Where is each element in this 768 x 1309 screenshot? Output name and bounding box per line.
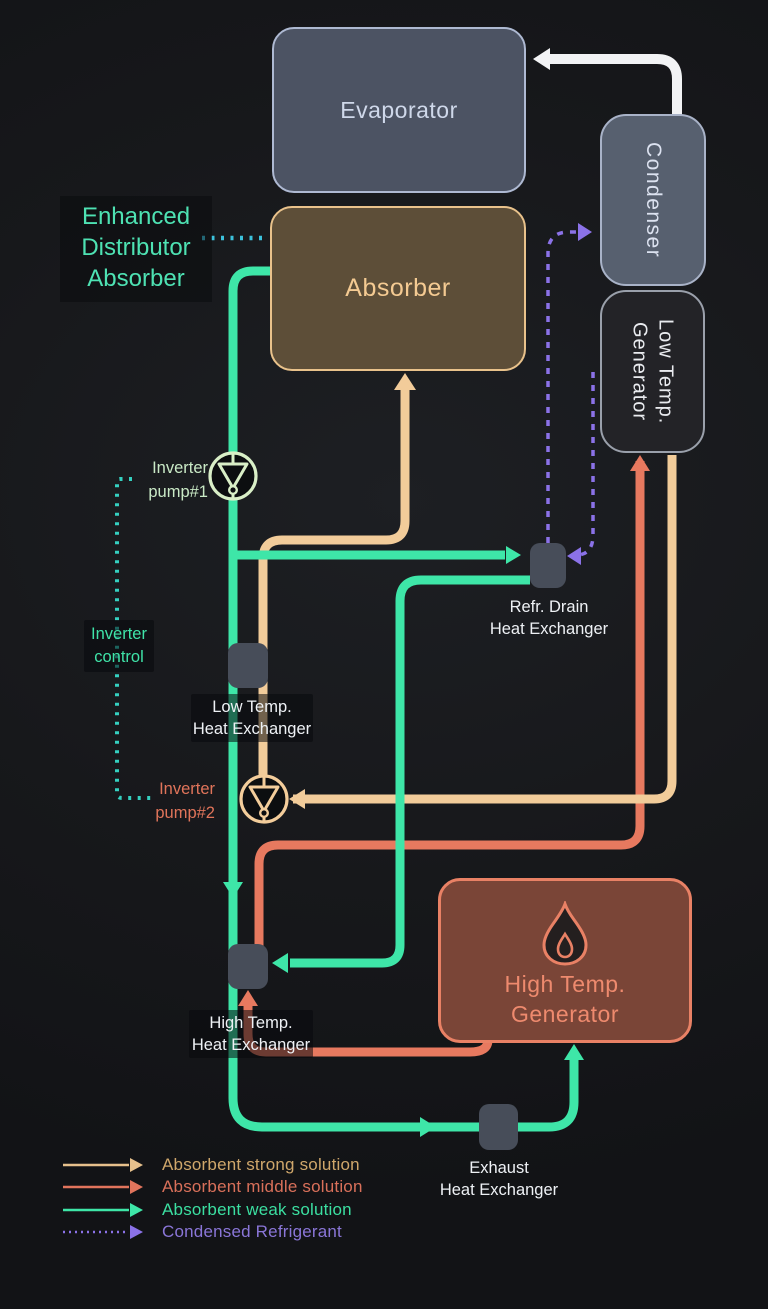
legend-item-middle-solution: Absorbent middle solution: [63, 1177, 363, 1196]
low-temp-generator-node: Low Temp. Generator: [600, 290, 705, 453]
absorber-label: Absorber: [345, 274, 451, 302]
water-line: [547, 54, 682, 116]
weak-solution-line-refr-out: [290, 575, 530, 968]
inverter-pump2-label: Inverter pump#2: [155, 780, 215, 822]
weak-solution-line-icon: [63, 1202, 143, 1217]
inverter-pump1-icon: [208, 451, 258, 501]
refrigerant-arrow-condenser-icon: [578, 223, 592, 241]
evaporator-node: Evaporator: [272, 27, 526, 193]
weak-solution-arrow-refr-icon: [506, 546, 521, 564]
enhanced-distributor-absorber-callout: Enhanced Distributor Absorber: [60, 196, 212, 302]
middle-solution-arrow-hthx-icon: [238, 990, 258, 1006]
condenser-node: Condenser: [600, 114, 706, 286]
low-temp-heat-exchanger-label: Low Temp. Heat Exchanger: [191, 694, 313, 742]
low-temp-generator-label: Low Temp. Generator: [628, 318, 677, 425]
middle-solution-arrow-ltg-icon: [630, 455, 650, 471]
refr-drain-heat-exchanger-node: [530, 543, 566, 588]
condenser-label: Condenser: [642, 141, 665, 259]
high-temp-heat-exchanger-node: [228, 944, 268, 989]
inverter-control-label: Inverter control: [84, 620, 154, 672]
strong-solution-arrow-pump2-icon: [289, 789, 305, 809]
flame-icon: [542, 900, 588, 966]
legend-item-condensed-refrigerant: Condensed Refrigerant: [63, 1222, 363, 1241]
evaporator-label: Evaporator: [340, 96, 458, 123]
exhaust-heat-exchanger-node: [479, 1104, 518, 1150]
water-arrow-icon: [533, 48, 550, 70]
weak-solution-arrow-hthx-icon: [272, 953, 288, 973]
legend: Absorbent strong solution Absorbent midd…: [63, 1155, 363, 1241]
strong-solution-line-from-ltg: [293, 455, 677, 804]
absorber-node: Absorber: [270, 206, 526, 371]
refrigerant-line-to-condenser: [546, 230, 580, 543]
strong-solution-arrow-absorber-icon: [394, 373, 416, 390]
high-temp-heat-exchanger-label: High Temp. Heat Exchanger: [189, 1010, 313, 1058]
weak-solution-arrow-htg-icon: [564, 1044, 584, 1060]
middle-solution-line-up: [254, 461, 645, 946]
low-temp-heat-exchanger-node: [228, 643, 268, 688]
legend-item-strong-solution: Absorbent strong solution: [63, 1155, 363, 1174]
inverter-pump1-label: Inverter pump#1: [148, 459, 208, 501]
refr-drain-heat-exchanger-label: Refr. Drain Heat Exchanger: [489, 598, 609, 638]
refrigerant-arrow-refr-drain-icon: [567, 547, 581, 565]
condensed-refrigerant-line-icon: [63, 1225, 143, 1240]
exhaust-heat-exchanger-label: Exhaust Heat Exchanger: [439, 1159, 559, 1199]
refrigerant-line-to-refr-drain: [578, 372, 595, 557]
high-temp-generator-node: High Temp. Generator: [438, 878, 692, 1043]
inverter-pump2-icon: [239, 774, 289, 824]
weak-solution-arrow-down-icon: [223, 882, 243, 898]
legend-item-weak-solution: Absorbent weak solution: [63, 1200, 363, 1219]
strong-solution-line-icon: [63, 1157, 143, 1172]
weak-solution-arrow-right-icon: [420, 1117, 436, 1137]
weak-solution-main-line: [228, 266, 579, 1132]
high-temp-generator-label: High Temp. Generator: [504, 970, 626, 1027]
middle-solution-line-icon: [63, 1180, 143, 1195]
